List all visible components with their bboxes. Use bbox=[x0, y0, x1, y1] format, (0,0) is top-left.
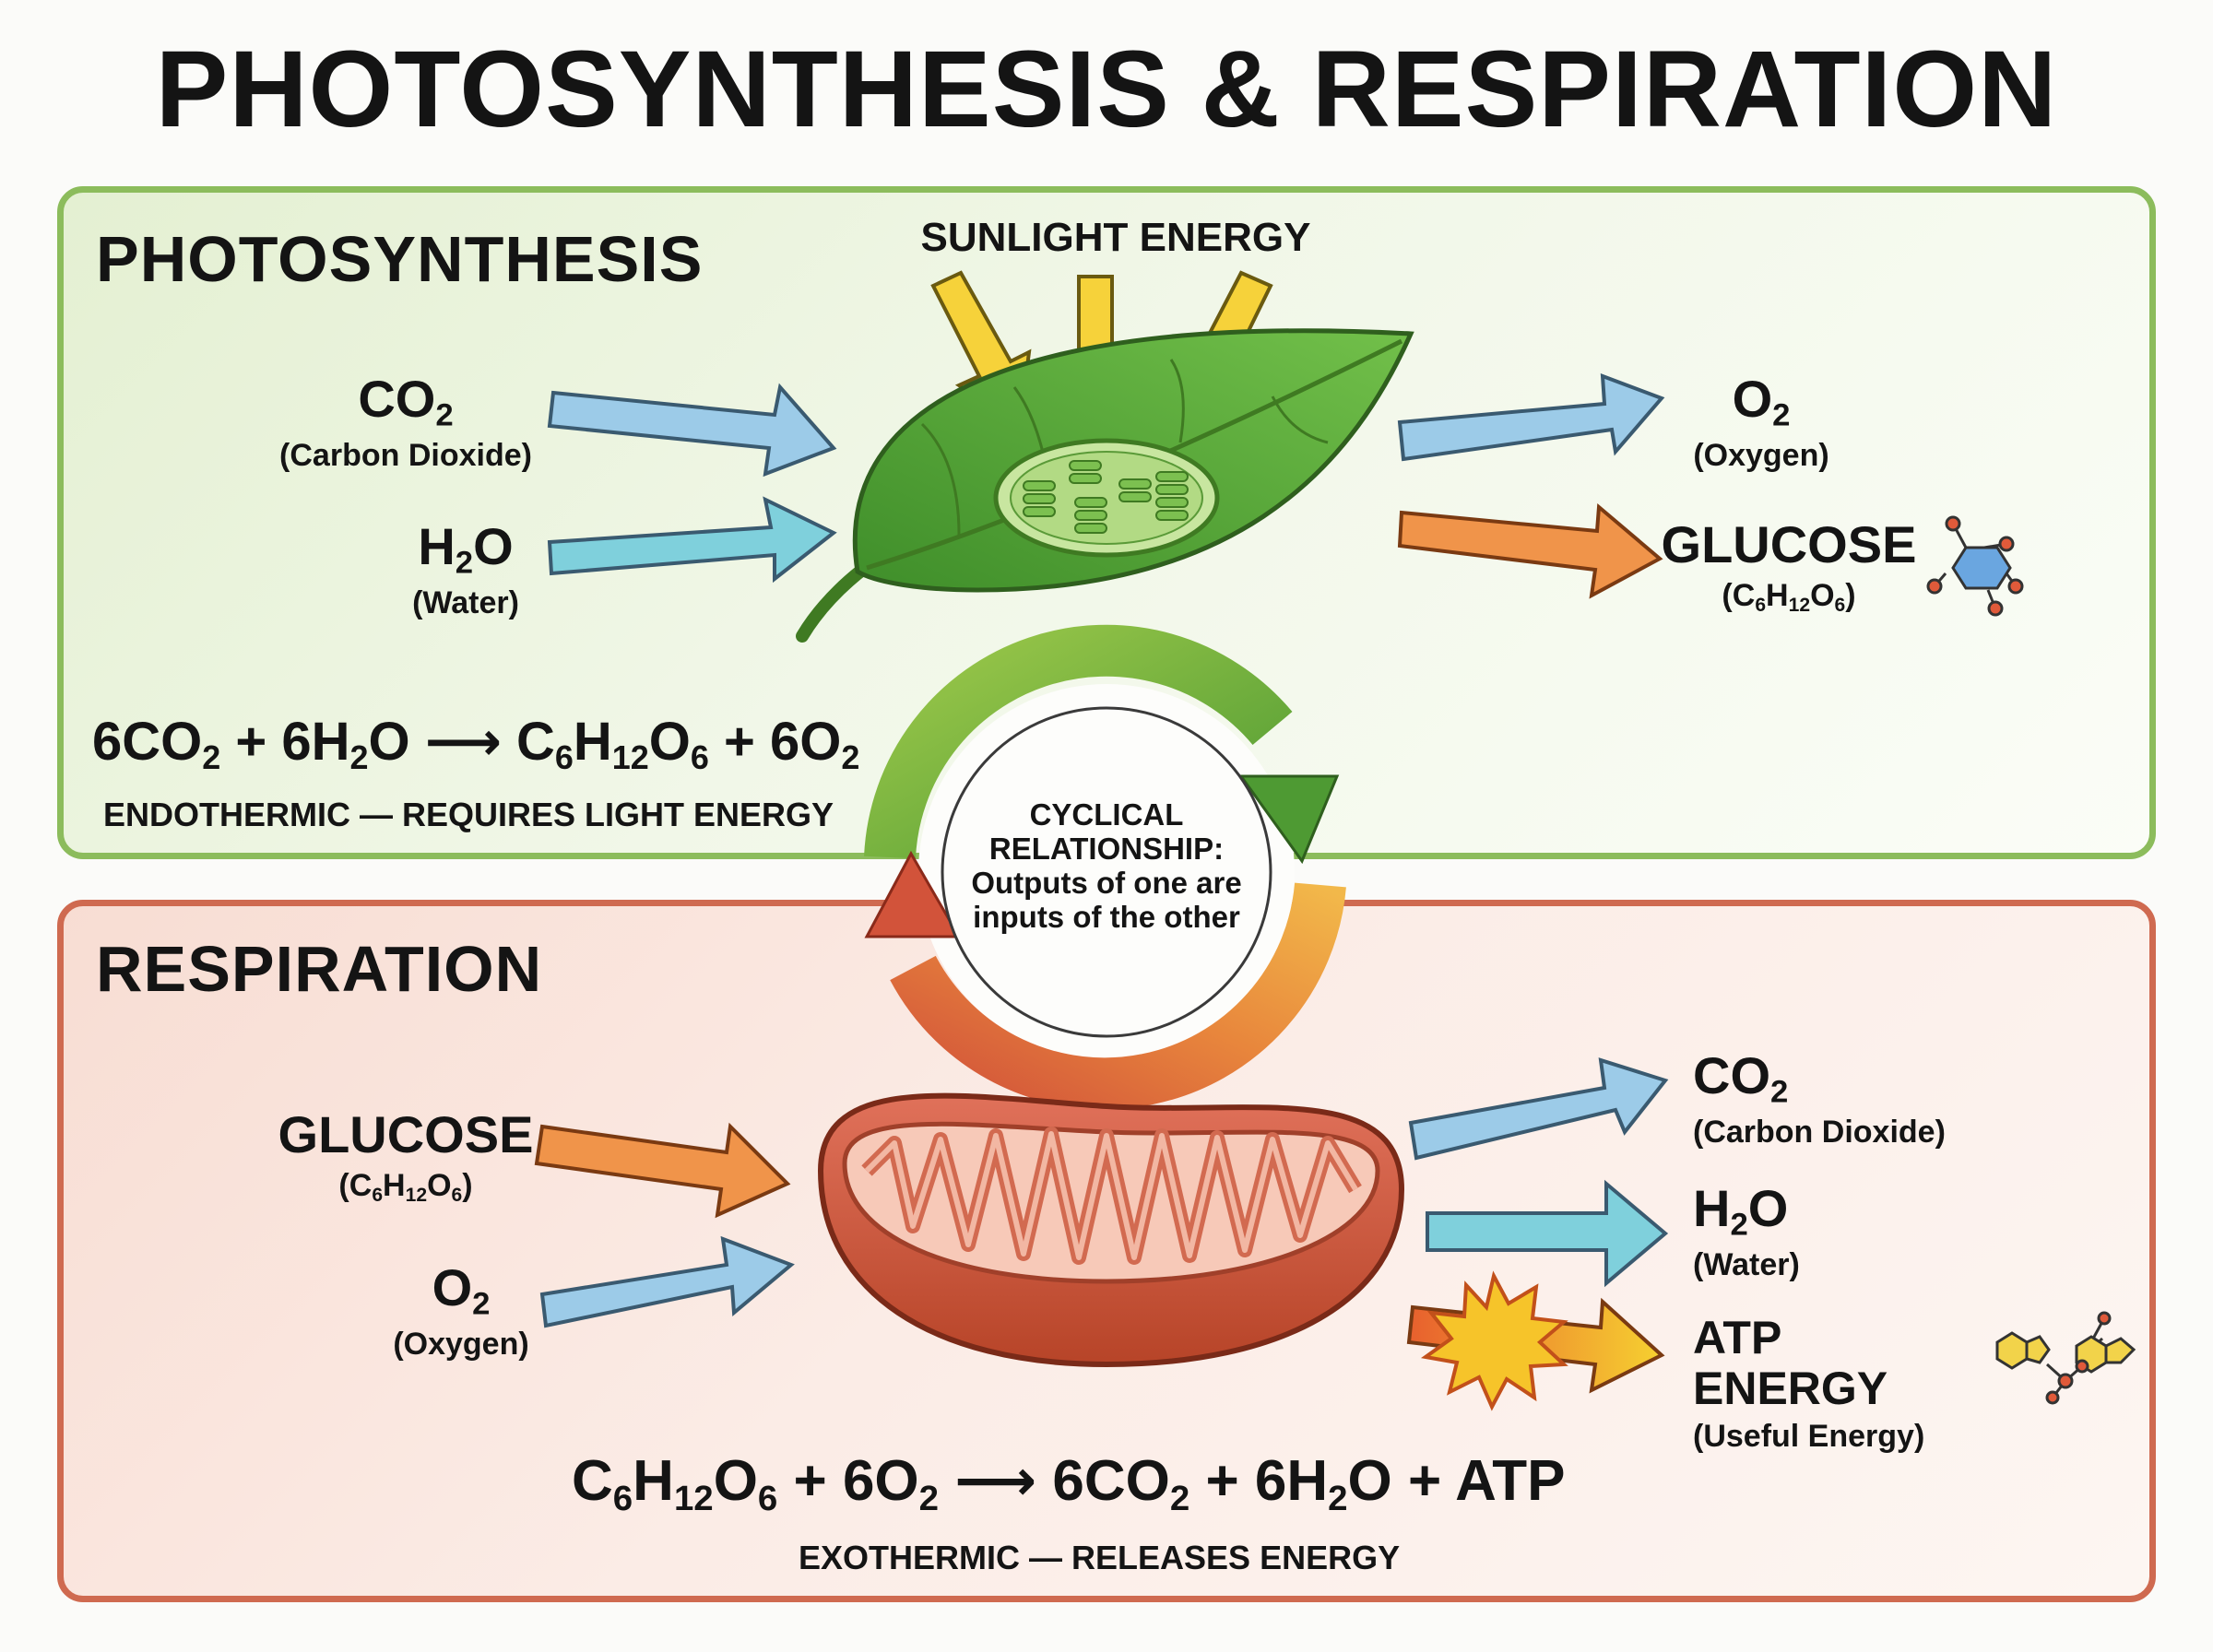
glucose-molecule-icon bbox=[1926, 515, 2024, 617]
sunlight-label: SUNLIGHT ENERGY bbox=[920, 215, 1311, 260]
respiration-caption: EXOTHERMIC — RELEASES ENERGY bbox=[799, 1539, 1401, 1576]
photo-input-co2-desc: (Carbon Dioxide) bbox=[279, 437, 532, 473]
mitochondrion-icon bbox=[817, 1092, 1405, 1368]
resp-output-h2o-formula: H2O bbox=[1693, 1179, 1789, 1243]
page-title: PHOTOSYNTHESIS & RESPIRATION bbox=[155, 29, 2058, 150]
h2o-input-arrow bbox=[547, 496, 837, 584]
photosynthesis-caption: ENDOTHERMIC — REQUIRES LIGHT ENERGY bbox=[103, 796, 834, 833]
o2-output-arrow bbox=[1397, 373, 1665, 462]
cycle-relationship-text: CYCLICAL RELATIONSHIP: Outputs of one ar… bbox=[971, 797, 1242, 934]
glucose-input-arrow bbox=[534, 1122, 791, 1219]
photo-input-co2-formula: CO2 bbox=[358, 370, 454, 433]
resp-output-h2o: H2O (Water) bbox=[1693, 1180, 1970, 1282]
photo-input-h2o-formula: H2O bbox=[418, 517, 514, 581]
resp-input-o2-formula: O2 bbox=[432, 1258, 491, 1322]
resp-output-h2o-desc: (Water) bbox=[1693, 1246, 1800, 1282]
respiration-heading: RESPIRATION bbox=[96, 933, 543, 1005]
photosynthesis-heading: PHOTOSYNTHESIS bbox=[96, 223, 704, 295]
resp-output-co2-formula: CO2 bbox=[1693, 1046, 1789, 1110]
photo-output-o2-formula: O2 bbox=[1732, 370, 1791, 433]
resp-output-atp-desc: (Useful Energy) bbox=[1693, 1419, 1925, 1454]
photo-input-h2o: H2O (Water) bbox=[314, 518, 618, 620]
photo-input-co2: CO2 (Carbon Dioxide) bbox=[240, 371, 572, 473]
energy-burst-icon bbox=[1420, 1270, 1568, 1411]
photo-output-glucose-name: GLUCOSE bbox=[1661, 515, 1917, 573]
photo-input-h2o-desc: (Water) bbox=[412, 584, 519, 620]
co2-output-arrow bbox=[1408, 1057, 1669, 1161]
respiration-equation: C6H12O6 + 6O2 ⟶ 6CO2 + 6H2O + ATP bbox=[572, 1449, 1566, 1518]
co2-input-arrow bbox=[547, 383, 837, 478]
photo-output-glucose: GLUCOSE (C6H12O6) bbox=[1641, 516, 1936, 616]
glucose-output-arrow bbox=[1397, 502, 1663, 599]
resp-input-o2: O2 (Oxygen) bbox=[332, 1259, 590, 1362]
resp-input-glucose-name: GLUCOSE bbox=[278, 1105, 534, 1163]
photo-output-o2-desc: (Oxygen) bbox=[1693, 437, 1829, 473]
resp-output-atp-name: ATP ENERGY bbox=[1693, 1312, 1888, 1414]
resp-input-glucose: GLUCOSE (C6H12O6) bbox=[249, 1106, 562, 1206]
photo-output-glucose-formula: (C6H12O6) bbox=[1722, 577, 1856, 616]
chloroplast-icon bbox=[993, 438, 1220, 558]
o2-input-arrow bbox=[539, 1235, 795, 1328]
atp-molecule-icon bbox=[1995, 1311, 2136, 1405]
cycle-arrows-icon bbox=[864, 624, 1346, 1110]
resp-input-glucose-formula: (C6H12O6) bbox=[338, 1167, 473, 1206]
resp-output-co2: CO2 (Carbon Dioxide) bbox=[1693, 1047, 1997, 1150]
resp-output-atp: ATP ENERGY (Useful Energy) bbox=[1693, 1313, 1988, 1454]
photo-output-o2: O2 (Oxygen) bbox=[1632, 371, 1890, 473]
resp-output-co2-desc: (Carbon Dioxide) bbox=[1693, 1114, 1946, 1150]
h2o-output-arrow bbox=[1426, 1179, 1669, 1288]
resp-input-o2-desc: (Oxygen) bbox=[393, 1326, 529, 1362]
photosynthesis-equation: 6CO2 + 6H2O ⟶ C6H12O6 + 6O2 bbox=[92, 712, 860, 777]
